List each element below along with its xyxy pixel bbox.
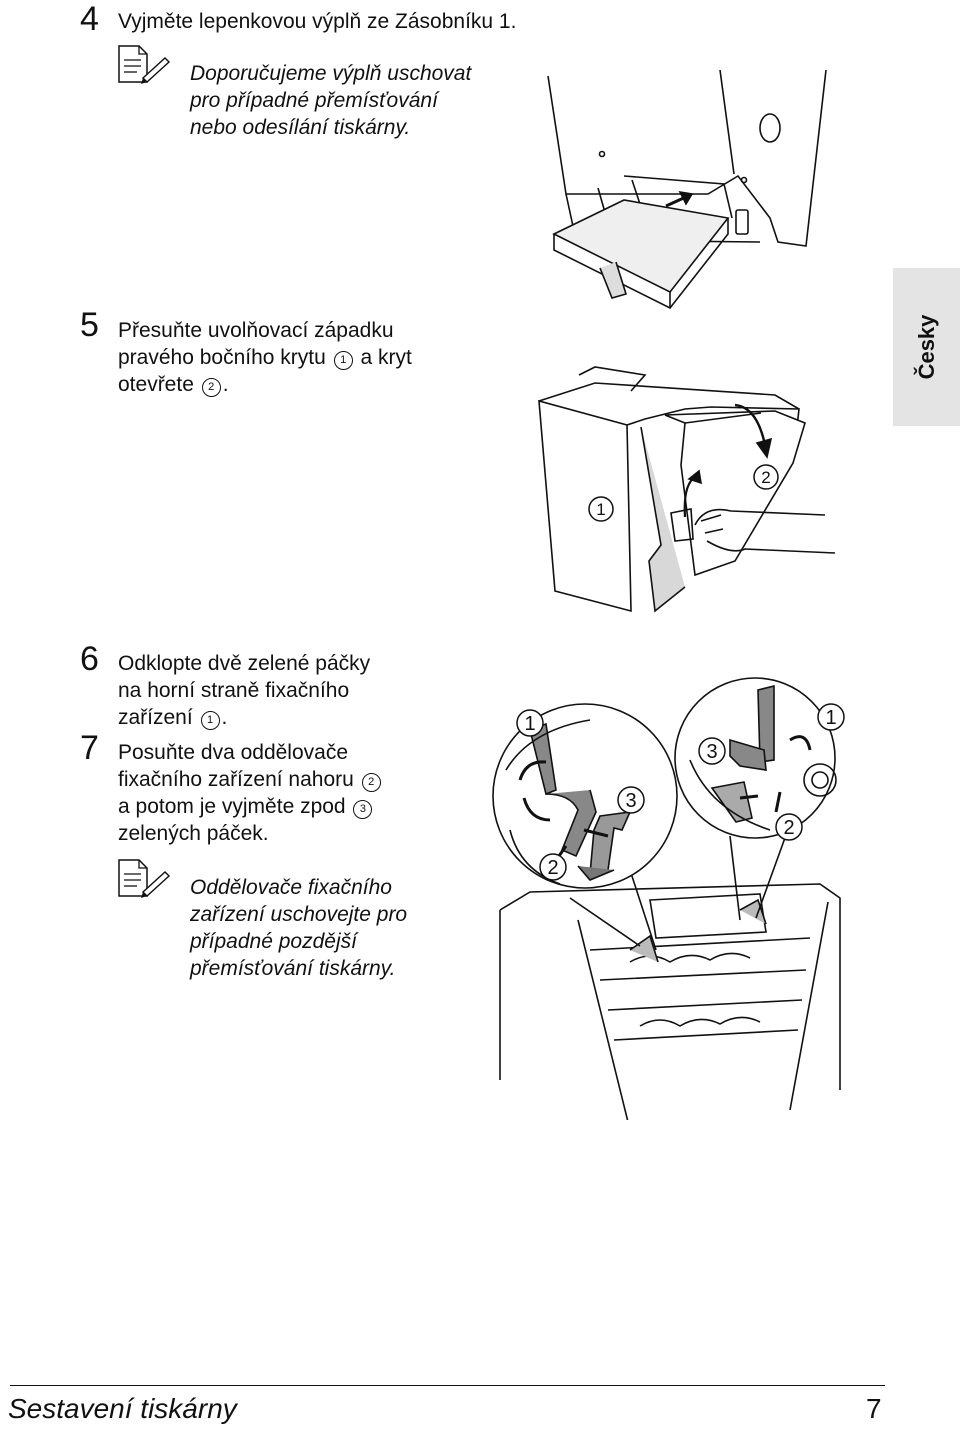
note-1-line-3: nebo odesílání tiskárny.: [190, 116, 411, 139]
step-7-number: 7: [80, 729, 99, 767]
step-7-line-3: a potom je vyjměte zpod 3: [118, 793, 374, 820]
page-number: 7: [866, 1393, 882, 1424]
step-7-line-1: Posuňte dva oddělovače: [118, 741, 349, 764]
step-5-line-3-text: otevřete: [118, 373, 194, 396]
callout-2-marker: 2: [201, 378, 221, 397]
step-7-line-2-text: fixačního zařízení nahoru: [118, 768, 354, 791]
callout-1-marker: 1: [200, 711, 220, 730]
note-1-line-1: Doporučujeme výplň uschovat: [190, 62, 472, 85]
illus2-callout-2: 2: [761, 468, 770, 487]
note-1-line-2: pro případné přemísťování: [190, 89, 438, 112]
illustration-fuser-separators: 1 2 3 1 2 3: [492, 677, 845, 1120]
step-6-number: 6: [80, 640, 99, 678]
illus3-right-callout-1: 1: [825, 707, 836, 729]
step-5-line-2-rest: a kryt: [360, 346, 412, 369]
illus2-callout-1: 1: [596, 500, 605, 519]
note-2-line-1: Oddělovače fixačního: [190, 876, 392, 899]
step-6-line-3-rest: .: [221, 706, 228, 729]
step-6-line-2: na horní straně fixačního: [118, 679, 350, 702]
step-4-text: Vyjměte lepenkovou výplň ze Zásobníku 1.: [118, 10, 517, 33]
illus3-left-callout-1: 1: [524, 713, 535, 735]
step-5-line-2: pravého bočního krytu 1 a kryt: [118, 344, 412, 371]
illustration-remove-packing: [547, 70, 827, 310]
step-5-line-3: otevřete 2.: [118, 371, 229, 398]
step-7-line-4: zelených páček.: [118, 822, 269, 845]
illus3-left-callout-2: 2: [547, 857, 558, 879]
note-2-line-3: případné pozdější: [190, 930, 357, 953]
step-4-number: 4: [80, 0, 99, 38]
illus3-right-callout-2: 2: [783, 817, 794, 839]
step-5-number: 5: [80, 306, 99, 344]
step-6-line-3: zařízení 1.: [118, 704, 227, 731]
callout-1-marker: 1: [333, 351, 353, 370]
footer-rule: [10, 1385, 885, 1386]
illus3-left-callout-3: 3: [625, 790, 636, 812]
language-tab: Česky: [893, 268, 960, 426]
illus3-right-callout-3: 3: [706, 741, 717, 763]
illustration-open-side-cover: 1 2: [538, 366, 836, 613]
note-pencil-icon: [118, 859, 171, 898]
note-pencil-icon: [118, 45, 171, 84]
step-7-line-2: fixačního zařízení nahoru 2: [118, 766, 383, 793]
note-2-line-4: přemísťování tiskárny.: [190, 957, 396, 980]
callout-2-marker: 2: [361, 773, 381, 792]
step-5-line-3-rest: .: [222, 373, 229, 396]
footer-title: Sestavení tiskárny: [8, 1393, 237, 1424]
step-6-line-1: Odklopte dvě zelené páčky: [118, 652, 371, 675]
callout-3-marker: 3: [353, 800, 373, 819]
note-2-line-2: zařízení uschovejte pro: [190, 903, 408, 926]
step-6-line-3-text: zařízení: [118, 706, 193, 729]
step-7-line-3-text: a potom je vyjměte zpod: [118, 795, 346, 818]
step-5-line-1: Přesuňte uvolňovací západku: [118, 319, 394, 342]
language-tab-label: Česky: [913, 314, 939, 380]
step-5-line-2-text: pravého bočního krytu: [118, 346, 326, 369]
